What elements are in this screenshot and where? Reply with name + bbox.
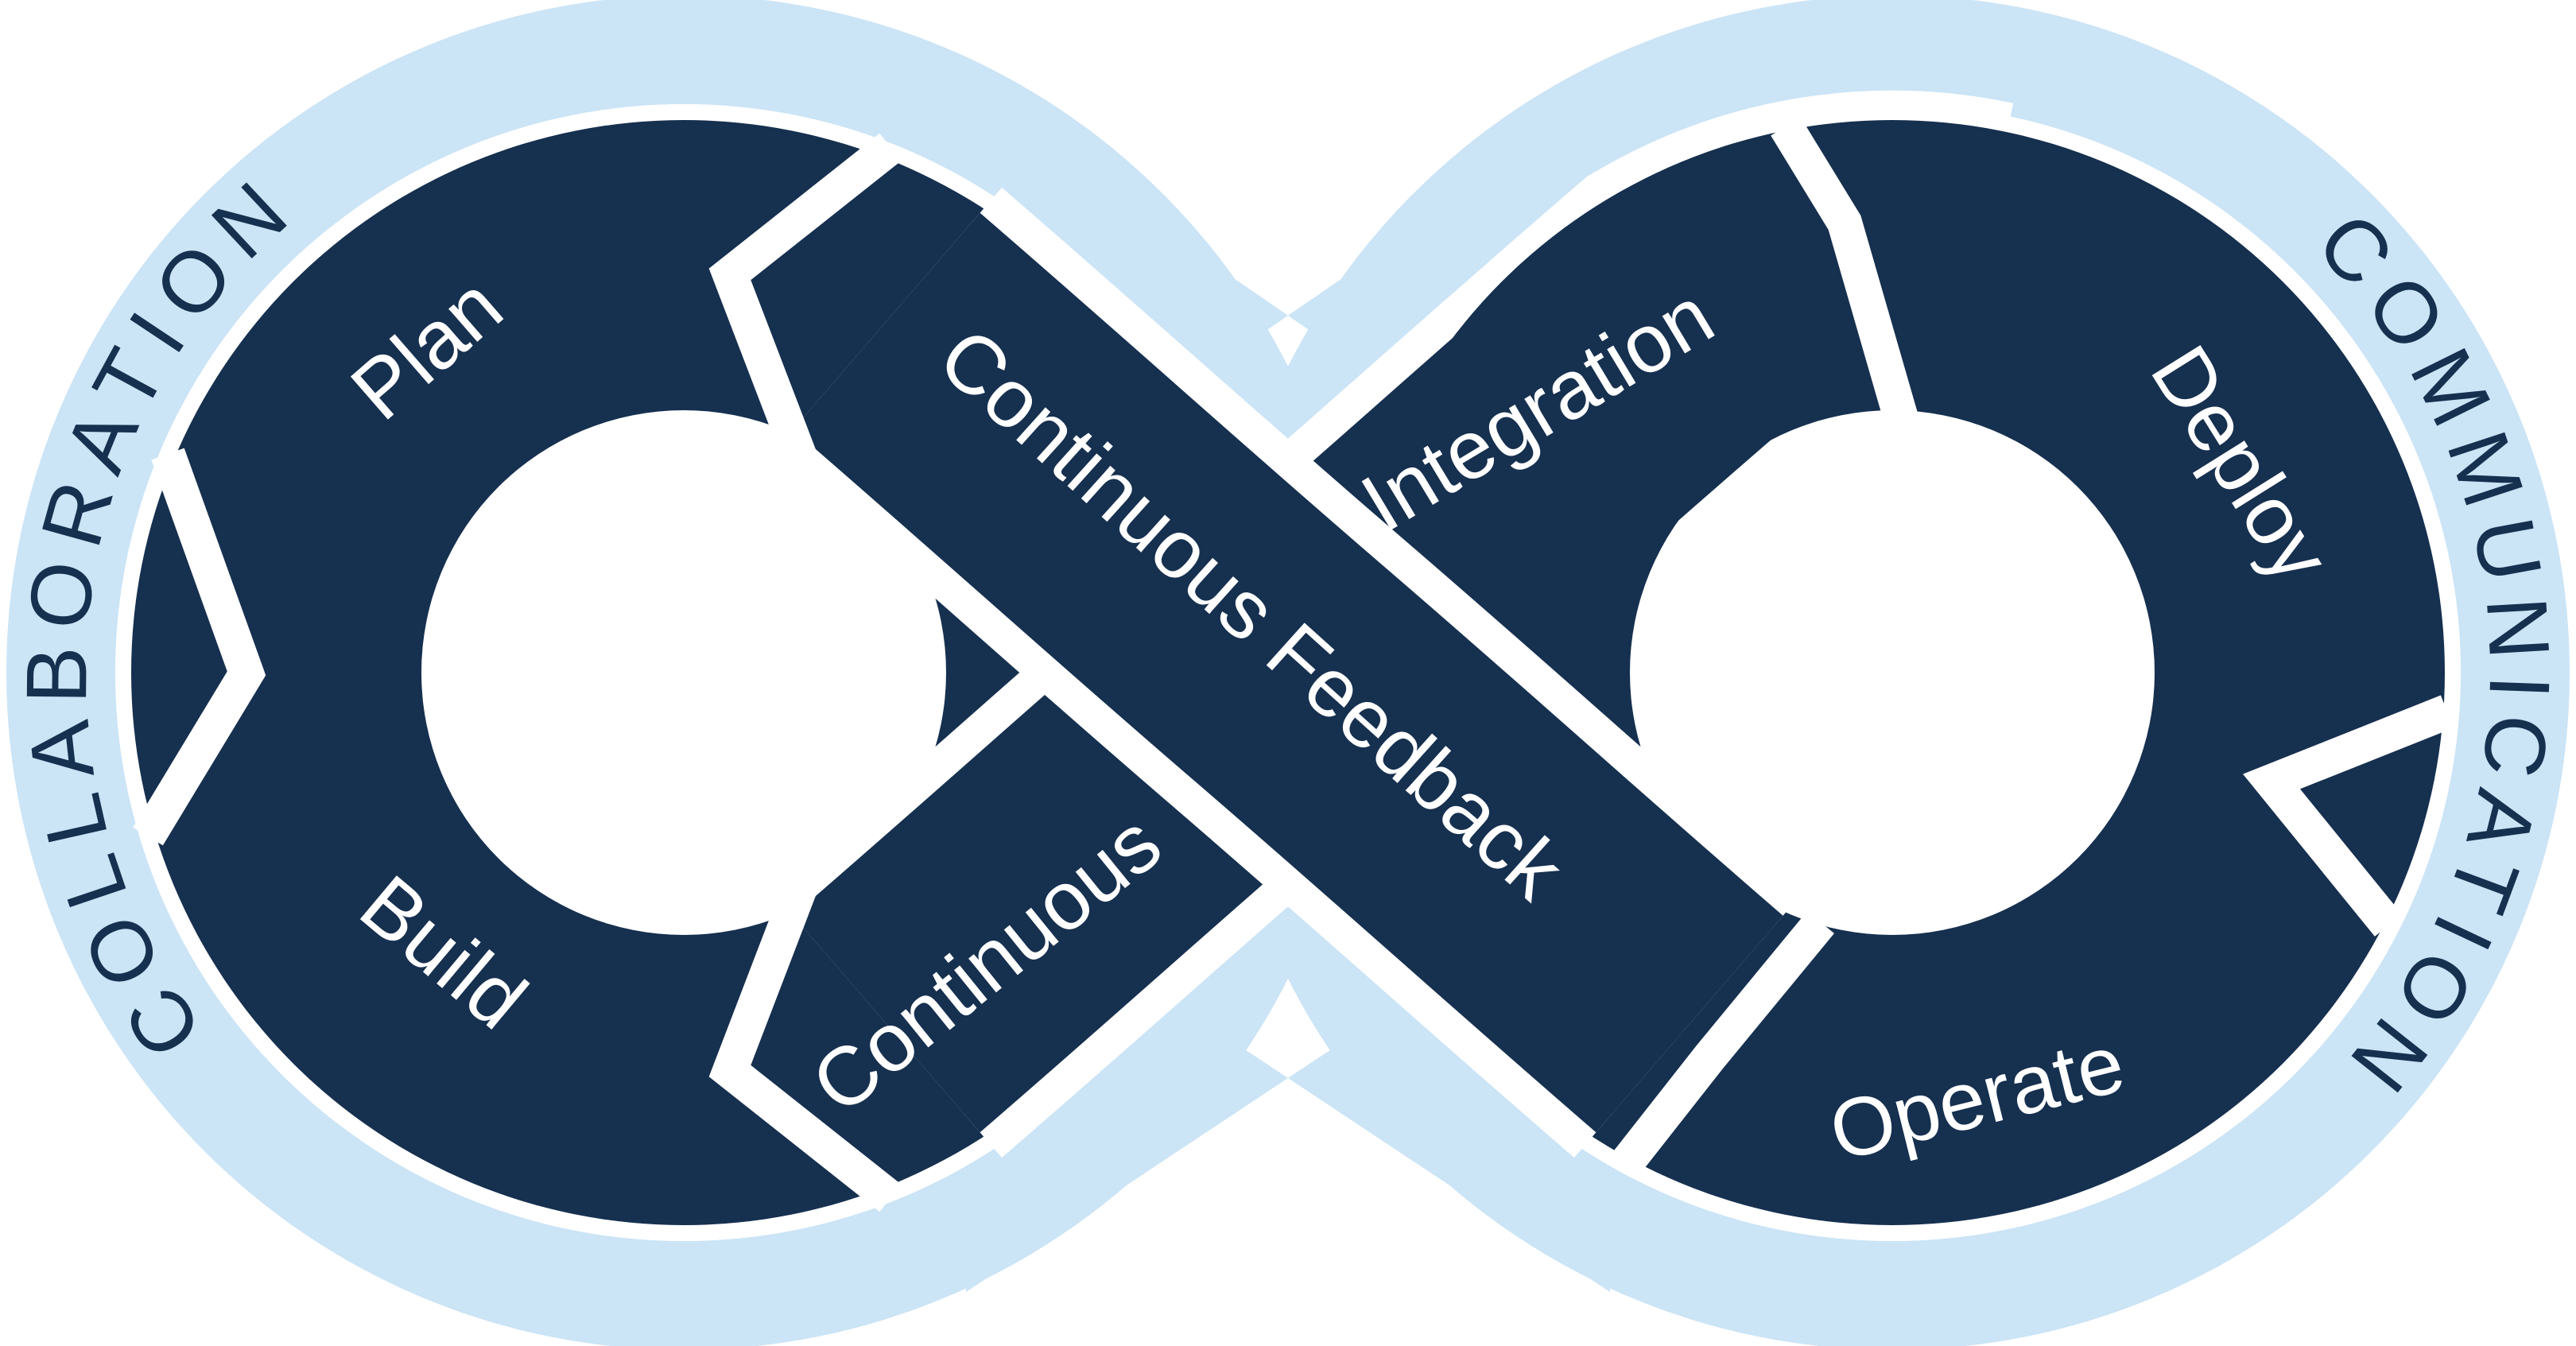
gap-chevron-plan-build xyxy=(133,448,266,846)
continuous-integration-band xyxy=(793,123,2007,1133)
gap-chevron-integration-deploy xyxy=(1771,117,1918,424)
gap-chevron-build-continuous xyxy=(708,874,902,1212)
gap-chevron-plan-feedback xyxy=(708,133,902,471)
gap-chevron-deploy-operate xyxy=(2243,695,2454,937)
continuous-feedback-band xyxy=(793,212,1783,1133)
gap-chevron-operate-feedback xyxy=(1608,911,1834,1180)
